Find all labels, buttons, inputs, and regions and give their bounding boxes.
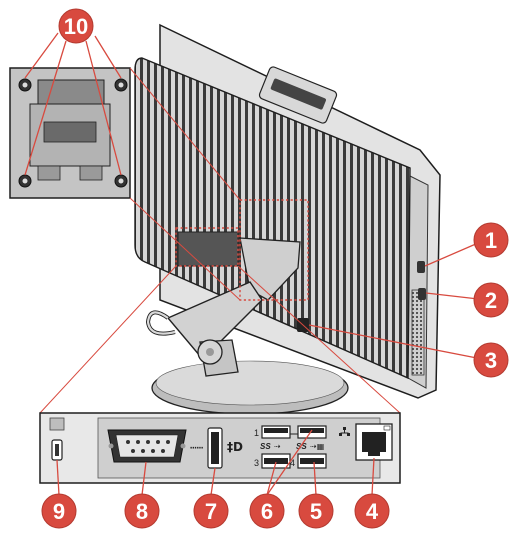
svg-text:1: 1 [485,228,497,253]
leader-lines [24,32,488,496]
port-number-1: 1 [254,428,259,438]
usb-ss-label-a: SS [260,442,271,451]
usb-ss-label-b: SS [296,442,307,451]
callout-4: 4 [354,493,390,529]
displayport-icon: ‡D [227,440,243,454]
callout-7: 7 [193,493,229,529]
usb-superspeed-icon: ⇢▦ [310,442,324,451]
stand-base-top [155,360,345,406]
callout-5: 5 [298,493,334,529]
callout-10: 10 [58,8,94,44]
svg-text:9: 9 [53,499,65,524]
screw-icon [18,78,128,188]
ethernet-icon [339,427,350,436]
callout-9: 9 [41,493,77,529]
vesa-inset [9,67,241,301]
callout-6: 6 [249,493,285,529]
callouts: 10 1 2 3 4 5 6 7 [41,8,509,529]
callout-8: 8 [124,493,160,529]
vesa-mount-area [239,199,309,301]
svg-text:8: 8 [136,499,148,524]
svg-text:2: 2 [485,288,497,313]
displayport [207,427,223,469]
callout-2: 2 [473,282,509,318]
security-slot-icon [49,417,65,461]
usb-superspeed-icon: ⇢ [274,442,281,451]
popup-camera [258,66,338,124]
svg-text:4: 4 [366,499,379,524]
side-vent [411,289,425,376]
stand-neck [239,237,301,301]
svg-text:⋯⋯: ⋯⋯ [190,441,204,454]
svg-text:5: 5 [310,499,322,524]
callout-1: 1 [473,222,509,258]
serial-port-icon: ⋯⋯ [190,441,204,454]
svg-text:10: 10 [64,14,88,39]
io-area-outline [175,227,239,267]
stand-arm [166,281,263,357]
rear-cover [134,57,411,380]
svg-text:6: 6 [261,499,273,524]
rear-io-panel: ⋯⋯ ‡D 1 2 SS ⇢ SS ⇢▦ 3 4 [39,265,401,484]
computer-rear-view [134,23,441,415]
ethernet-port [355,423,393,461]
svg-text:7: 7 [205,499,217,524]
port-number-4: 4 [290,458,295,468]
side-connector-2 [418,288,426,300]
side-connector-1 [417,261,425,273]
port-number-3: 3 [254,458,259,468]
svg-text:3: 3 [485,348,497,373]
callout-3: 3 [473,342,509,378]
usb-ports: 1 2 SS ⇢ SS ⇢▦ 3 4 [254,425,327,469]
serial-port [107,429,187,463]
rear-port-block [177,231,239,267]
svg-text:‡D: ‡D [227,440,243,454]
